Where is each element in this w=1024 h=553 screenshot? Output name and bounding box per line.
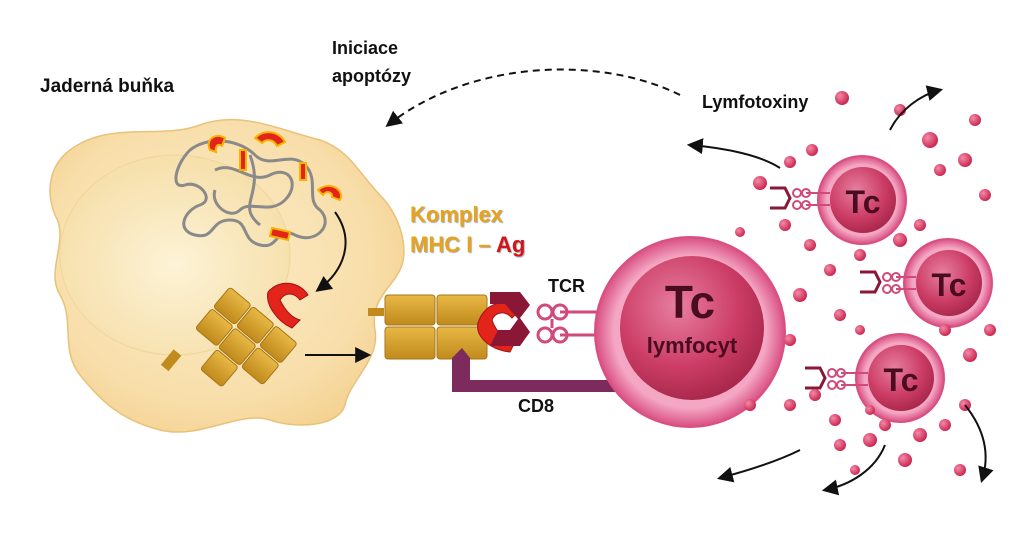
mhc-complex-surface [368, 294, 488, 360]
tcr-receptor [490, 292, 530, 346]
lymphotoxins-label: Lymfotoxiny [702, 92, 809, 112]
complex-label-line1: Komplex [410, 202, 503, 227]
apoptosis-label-line1: Iniciace [332, 38, 399, 58]
mhc-complex-intracellular [160, 287, 297, 387]
release-arrows [686, 85, 994, 496]
antigen-intracellular [267, 282, 309, 329]
tc-lymphocyte-main [620, 256, 764, 400]
complex-label-ag: Ag [495, 232, 526, 257]
tc-cell-small-2: Tc [903, 238, 993, 328]
tc-small-2-label: Tc [932, 267, 967, 303]
cd8-label: CD8 [518, 396, 555, 416]
tc-cell-small-1: Tc [817, 155, 907, 245]
lymphotoxin-dots [735, 91, 996, 476]
processing-arrow [315, 211, 347, 292]
small-receptor-coils [792, 188, 916, 390]
nucleated-cell-label: Jaderná buňka [40, 76, 175, 97]
tc-cell-small-3: Tc [855, 333, 945, 423]
mhc-complex-label: Komplex MHC I – Ag [410, 200, 525, 260]
tcr-label: TCR [548, 276, 585, 296]
tc-small-3-label: Tc [884, 362, 919, 398]
cd8-molecule [452, 348, 630, 392]
tcr-coils [536, 303, 600, 344]
lymphocyte-label: lymfocyt [647, 333, 738, 358]
complex-label-line2: MHC I – Ag [410, 230, 525, 260]
chromatin-icon [174, 139, 327, 248]
antigen-fragments [207, 131, 342, 242]
complex-label-mhc: MHC I – [410, 232, 496, 257]
tc-main-label: Tc [665, 276, 715, 328]
small-receptors [770, 186, 882, 390]
apoptosis-arrow [385, 68, 681, 127]
apoptosis-label-line2: apoptózy [332, 66, 411, 86]
tc-small-1-label: Tc [846, 184, 881, 220]
